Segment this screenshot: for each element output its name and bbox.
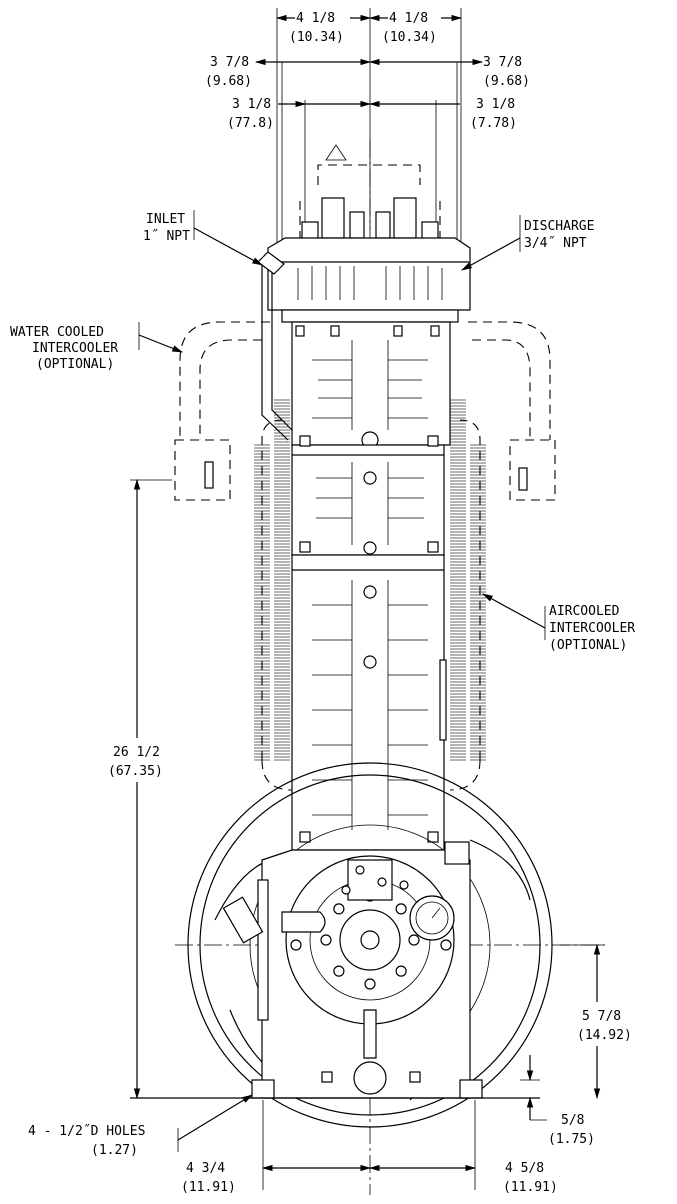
dim-value: 3 7/8 [483,55,522,70]
callout-line2: INTERCOOLER [32,341,118,356]
callout-line2: INTERCOOLER [549,621,635,636]
holes-callout: 4 - 1/2˝D HOLES (1.27) [28,1094,253,1158]
callout-line2: 1˝ NPT [143,229,190,244]
dim-metric: (11.91) [503,1180,558,1195]
dim-metric: (1.75) [548,1132,595,1147]
dim-metric: (10.34) [289,30,344,45]
inlet-fitting [257,251,285,275]
callout-line2: 3/4˝ NPT [524,236,587,251]
discharge-callout: DISCHARGE 3/4˝ NPT [461,215,594,271]
bottom-dimension-lines [261,1100,477,1190]
dim-metric: (9.68) [483,74,530,89]
dim-metric: (1.27) [91,1143,138,1158]
callout-line3: (OPTIONAL) [549,638,627,653]
crankcase [222,841,483,1099]
upper-cylinder [291,321,451,449]
aircooled-intercooler [254,399,486,791]
dimension-3-1-8-right: 3 1/8 (7.78) [470,97,517,131]
dim-value: 5/8 [561,1113,584,1128]
callout-line1: INLET [146,212,185,227]
callout-line1: AIRCOOLED [549,604,620,619]
dimension-26-1-2: 26 1/2 (67.35) [100,738,180,782]
cylinder-head [267,144,471,323]
dim-value: 4 3/4 [186,1161,225,1176]
dimension-3-1-8-left: 3 1/8 (77.8) [227,97,274,131]
dimension-4-3-4: 4 3/4 (11.91) [181,1161,236,1195]
dimension-3-7-8-right: 3 7/8 (9.68) [483,55,530,89]
top-dimension-lines [254,8,484,250]
inlet-pipe [261,262,293,441]
inlet-callout: INLET 1˝ NPT [143,210,263,266]
dim-value: 4 1/8 [389,11,428,26]
dim-value: 3 7/8 [210,55,249,70]
callout-line3: (OPTIONAL) [36,357,114,372]
dimension-4-1-8-left: 4 1/8 (10.34) [289,11,344,45]
dimension-4-5-8: 4 5/8 (11.91) [503,1161,558,1195]
dim-value: 4 - 1/2˝D HOLES [28,1124,145,1139]
dim-metric: (7.78) [470,116,517,131]
dim-metric: (9.68) [205,74,252,89]
middle-cylinder [291,435,445,556]
dim-value: 4 5/8 [505,1161,544,1176]
dim-value: 26 1/2 [113,745,160,760]
lower-cylinder [291,554,447,851]
dimension-5-7-8: 5 7/8 (14.92) [575,1002,637,1046]
dimension-5-8: 5/8 (1.75) [548,1113,595,1147]
dimension-4-1-8-right: 4 1/8 (10.34) [382,11,437,45]
dim-metric: (14.92) [577,1028,632,1043]
dimension-3-7-8-left: 3 7/8 (9.68) [205,55,252,89]
dim-metric: (11.91) [181,1180,236,1195]
water-cooled-callout: WATER COOLED INTERCOOLER (OPTIONAL) [10,322,184,372]
dim-value: 4 1/8 [296,11,335,26]
dim-metric: (10.34) [382,30,437,45]
callout-line1: WATER COOLED [10,325,104,340]
aircooled-callout: AIRCOOLED INTERCOOLER (OPTIONAL) [482,593,635,653]
dim-metric: (77.8) [227,116,274,131]
dim-value: 5 7/8 [582,1009,621,1024]
water-cooled-intercooler [174,321,556,501]
dim-metric: (67.35) [108,764,163,779]
dim-value: 3 1/8 [232,97,271,112]
dim-value: 3 1/8 [476,97,515,112]
callout-line1: DISCHARGE [524,219,594,234]
